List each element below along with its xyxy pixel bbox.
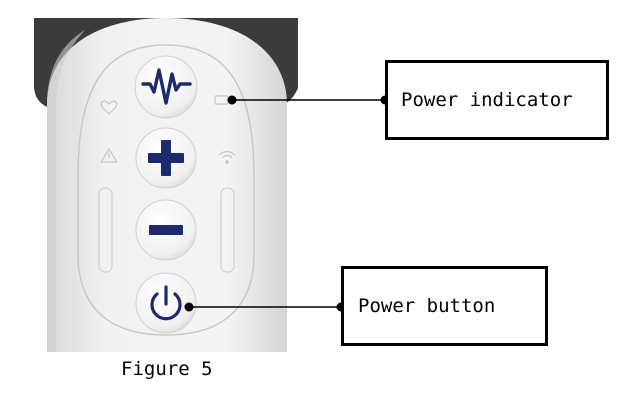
power-button-callout: Power button [341,266,548,346]
power-icon [150,285,182,321]
power-indicator-label: Power indicator [401,89,573,111]
right-slot [220,187,235,273]
waveform-button[interactable] [134,55,198,119]
waveform-icon [141,68,192,105]
power-button[interactable] [135,272,197,334]
figure-caption: Figure 5 [121,358,213,380]
heart-icon [100,100,118,115]
power-indicator-callout: Power indicator [385,60,609,140]
plus-icon [148,140,184,176]
plus-button[interactable] [135,127,197,189]
wifi-icon [218,150,236,164]
button-panel [77,44,255,336]
left-slot [98,187,113,273]
minus-icon [149,225,183,235]
power-button-label: Power button [358,295,496,317]
minus-button[interactable] [135,199,197,261]
warning-icon [99,147,119,163]
device-body-shadow-left [47,30,85,352]
